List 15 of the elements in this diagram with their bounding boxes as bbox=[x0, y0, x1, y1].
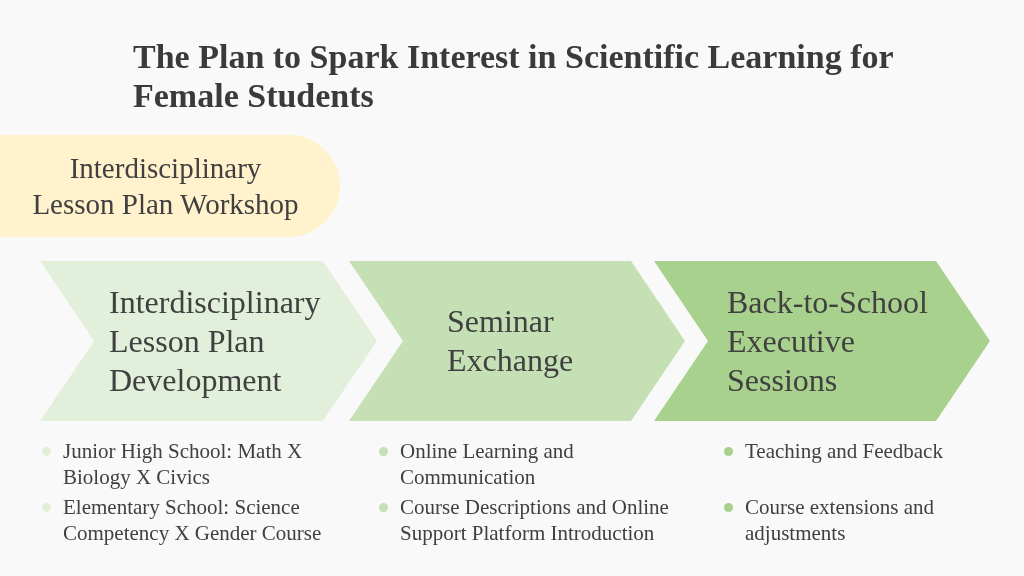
bullet-text: Online Learning and Communication bbox=[400, 438, 575, 490]
bullet-text: Course Descriptions and Online Support Platform Introduction bbox=[400, 494, 670, 546]
chevron-step bbox=[349, 261, 685, 421]
step-label: Back-to-School Executive Sessions bbox=[727, 282, 929, 400]
phase-banner bbox=[0, 135, 340, 237]
bullet-text: Teaching and Feedback bbox=[745, 438, 944, 464]
diagram-title: The Plan to Spark Interest in Scientific Learning for Female Students bbox=[133, 37, 894, 115]
step-label: Interdisciplinary Lesson Plan Development bbox=[109, 282, 322, 400]
step-label: Seminar Exchange bbox=[447, 302, 575, 380]
chevron-step bbox=[40, 261, 377, 421]
bullet-text: Elementary School: Science Competency X Gender Course bbox=[63, 494, 323, 546]
bullet-text: Course extensions and adjustments bbox=[745, 494, 935, 546]
bullet-text: Junior High School: Math X Biology X Civics bbox=[63, 438, 304, 490]
banner-text: Interdisciplinary Lesson Plan Workshop bbox=[31, 151, 300, 222]
chevron-step bbox=[654, 261, 990, 421]
